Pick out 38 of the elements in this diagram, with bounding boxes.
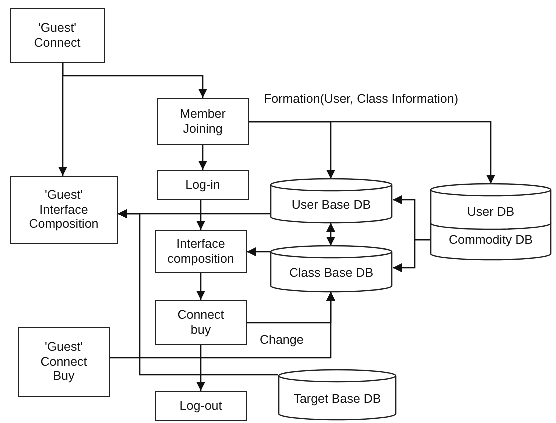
arrow	[326, 223, 336, 246]
node-label: Log-in	[186, 178, 220, 192]
node-label: Connect buy	[176, 308, 226, 337]
database-cylinder	[270, 246, 393, 292]
node-label: 'Guest' Interface Composition	[28, 188, 100, 232]
process-box	[157, 98, 249, 145]
arrow	[247, 248, 270, 256]
node-label: Member Joining	[179, 107, 227, 136]
database-cylinder	[278, 370, 397, 420]
node-label: Commodity DB	[448, 233, 534, 248]
arrow	[118, 210, 278, 376]
node-label: User Base DB	[292, 198, 372, 212]
node-label: Target Base DB	[294, 392, 382, 406]
arrow	[249, 121, 496, 184]
arrow	[62, 63, 208, 98]
arrow	[196, 345, 206, 391]
process-box	[157, 170, 249, 200]
process-box	[18, 327, 110, 397]
database-cylinder	[430, 184, 552, 260]
arrow	[198, 145, 208, 170]
edge-label: Change	[258, 333, 306, 347]
process-box	[10, 8, 105, 63]
node-label: 'Guest' Connect Buy	[40, 340, 88, 384]
arrow	[393, 239, 430, 272]
arrow	[110, 292, 336, 359]
process-box	[10, 176, 118, 244]
process-box	[155, 230, 247, 273]
process-box	[155, 300, 247, 345]
node-label: 'Guest' Connect	[33, 21, 82, 50]
database-cylinder	[270, 179, 393, 223]
node-label: Interface composition	[168, 237, 234, 266]
arrow	[196, 200, 206, 230]
node-label: Class Base DB	[289, 266, 374, 280]
process-box	[155, 391, 247, 421]
arrow	[196, 273, 206, 300]
node-label: Log-out	[180, 398, 222, 414]
edge-label: Formation(User, Class Information)	[262, 92, 461, 106]
node-label: User DB	[467, 204, 515, 219]
